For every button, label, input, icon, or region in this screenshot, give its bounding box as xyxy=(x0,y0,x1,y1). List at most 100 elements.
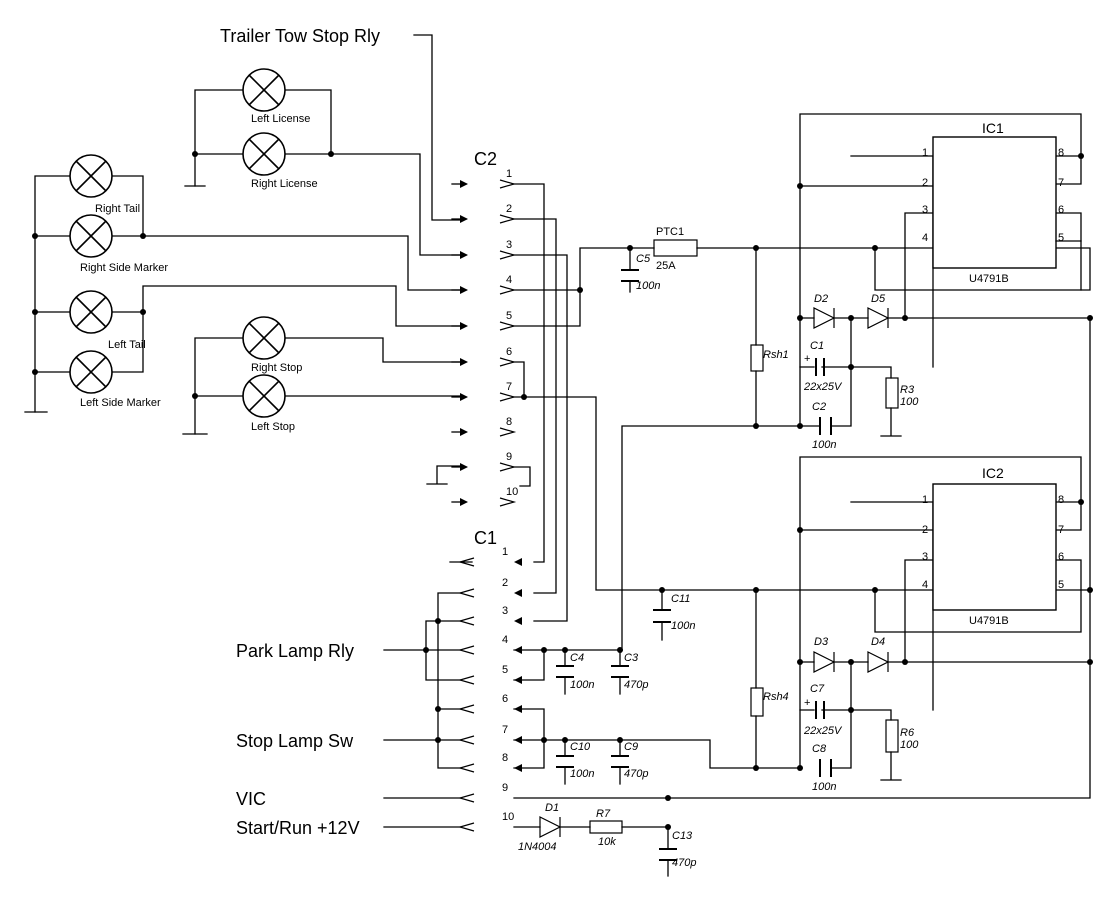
label-c4: C4 xyxy=(570,652,584,664)
label-d5: D5 xyxy=(871,293,886,305)
ic-right-pin-number: 7 xyxy=(1058,177,1064,189)
ic-right-pin-number: 8 xyxy=(1058,494,1064,506)
c2-pin-symbol xyxy=(499,427,517,437)
c2-pin-arrow xyxy=(460,358,468,366)
r7 xyxy=(589,820,623,834)
ic-right-pin-number: 6 xyxy=(1058,551,1064,563)
ic-right-pin-number: 7 xyxy=(1058,524,1064,536)
label-r6-val: 100 xyxy=(900,739,919,751)
label-left-side-marker: Left Side Marker xyxy=(80,397,161,409)
label-c11-val: 100n xyxy=(671,620,695,632)
c2-pin-symbol xyxy=(499,214,517,224)
ic-right-pin-number: 5 xyxy=(1058,232,1064,244)
label-stop-lamp-sw: Stop Lamp Sw xyxy=(236,731,354,751)
ic-left-pin-number: 1 xyxy=(922,147,928,159)
c2-pin-arrow xyxy=(460,180,468,188)
label-d1: D1 xyxy=(545,802,559,814)
lamp-right-side-marker xyxy=(69,214,113,258)
c2-pin-number: 2 xyxy=(506,203,512,215)
label-c8-val: 100n xyxy=(812,781,836,793)
label-c1-plus: + xyxy=(804,353,810,365)
label-c13: C13 xyxy=(672,830,693,842)
cap-c5 xyxy=(621,269,639,282)
lamp-left-tail xyxy=(69,290,113,334)
wire-c1-9 xyxy=(513,317,1091,799)
wire-c2-9 xyxy=(513,466,531,487)
label-r7-val: 10k xyxy=(598,836,616,848)
rsh1 xyxy=(750,344,764,372)
c2-pin-arrow xyxy=(460,463,468,471)
r6 xyxy=(885,719,899,753)
label-right-side-marker: Right Side Marker xyxy=(80,262,168,274)
label-c3-val: 470p xyxy=(624,679,648,691)
cap-c11 xyxy=(653,609,671,623)
label-trailer-tow-stop-rly: Trailer Tow Stop Rly xyxy=(220,26,380,46)
c1-pin-symbol xyxy=(457,616,475,626)
label-r6: R6 xyxy=(900,727,915,739)
ic1-block xyxy=(755,113,1082,437)
label-c5: C5 xyxy=(636,253,651,265)
wire-c2-4-5 xyxy=(513,289,581,327)
c2-pin-symbol xyxy=(499,285,517,295)
label-c7-val: 22x25V xyxy=(803,725,843,737)
c1-pin-symbol xyxy=(457,763,475,773)
ic2-chip xyxy=(932,483,1057,611)
label-park-lamp-rly: Park Lamp Rly xyxy=(236,641,354,661)
ic-left-pin-number: 2 xyxy=(922,177,928,189)
c1-pin-symbol xyxy=(457,675,475,685)
lamp-wiring xyxy=(24,34,461,485)
c2-pin-symbol xyxy=(499,179,517,189)
c2-pin-arrow xyxy=(460,498,468,506)
label-ic2: IC2 xyxy=(982,465,1004,481)
c1-pin-number: 1 xyxy=(502,546,508,558)
c2-pin-number: 4 xyxy=(506,274,512,286)
c2-pin-arrow xyxy=(460,428,468,436)
label-left-stop: Left Stop xyxy=(251,421,295,433)
label-c2-val: 100n xyxy=(812,439,836,451)
ic-left-pin-number: 4 xyxy=(922,579,928,591)
label-c1-val: 22x25V xyxy=(803,381,843,393)
wire-c1-6-8 xyxy=(513,708,801,769)
cap-c7 xyxy=(815,701,825,719)
cap-c1 xyxy=(815,358,825,376)
c1-pin-arrow xyxy=(514,617,522,625)
label-c7: C7 xyxy=(810,683,825,695)
c2-pin-symbol xyxy=(499,250,517,260)
wire-c10-c9 xyxy=(564,739,621,785)
c2-pin-symbol xyxy=(499,392,517,402)
r3 xyxy=(885,377,899,409)
ic-left-pin-number: 4 xyxy=(922,232,928,244)
label-d3: D3 xyxy=(814,636,829,648)
lamp-right-license xyxy=(242,132,286,176)
label-c4-val: 100n xyxy=(570,679,594,691)
c2-pin-symbol xyxy=(499,462,517,472)
lamp-right-tail xyxy=(69,154,113,198)
c2-pin-number: 9 xyxy=(506,451,512,463)
label-ptc1: PTC1 xyxy=(656,226,684,238)
c1-pin-number: 4 xyxy=(502,634,508,646)
label-c1: C1 xyxy=(474,528,497,548)
wire-c1-bus xyxy=(383,592,461,769)
c1-pin-symbol xyxy=(457,793,475,803)
cap-c2 xyxy=(819,417,832,435)
c2-pin-arrow xyxy=(460,393,468,401)
c1-pin-symbol xyxy=(457,704,475,714)
label-d4: D4 xyxy=(871,636,885,648)
c1-pin-number: 9 xyxy=(502,782,508,794)
c2-pin-number: 6 xyxy=(506,346,512,358)
label-r3: R3 xyxy=(900,384,915,396)
label-rsh1: Rsh1 xyxy=(763,349,789,361)
c2-pin-number: 5 xyxy=(506,310,512,322)
wire-c2-1 xyxy=(513,183,545,563)
ic-left-pin-number: 1 xyxy=(922,494,928,506)
c1-pin-number: 5 xyxy=(502,664,508,676)
label-r3-val: 100 xyxy=(900,396,919,408)
label-left-license: Left License xyxy=(251,113,310,125)
ic1-chip xyxy=(932,136,1057,269)
label-vic: VIC xyxy=(236,789,266,809)
label-right-tail: Right Tail xyxy=(95,203,140,215)
c2-pin-symbol xyxy=(499,321,517,331)
label-ic2-part: U4791B xyxy=(969,615,1009,627)
